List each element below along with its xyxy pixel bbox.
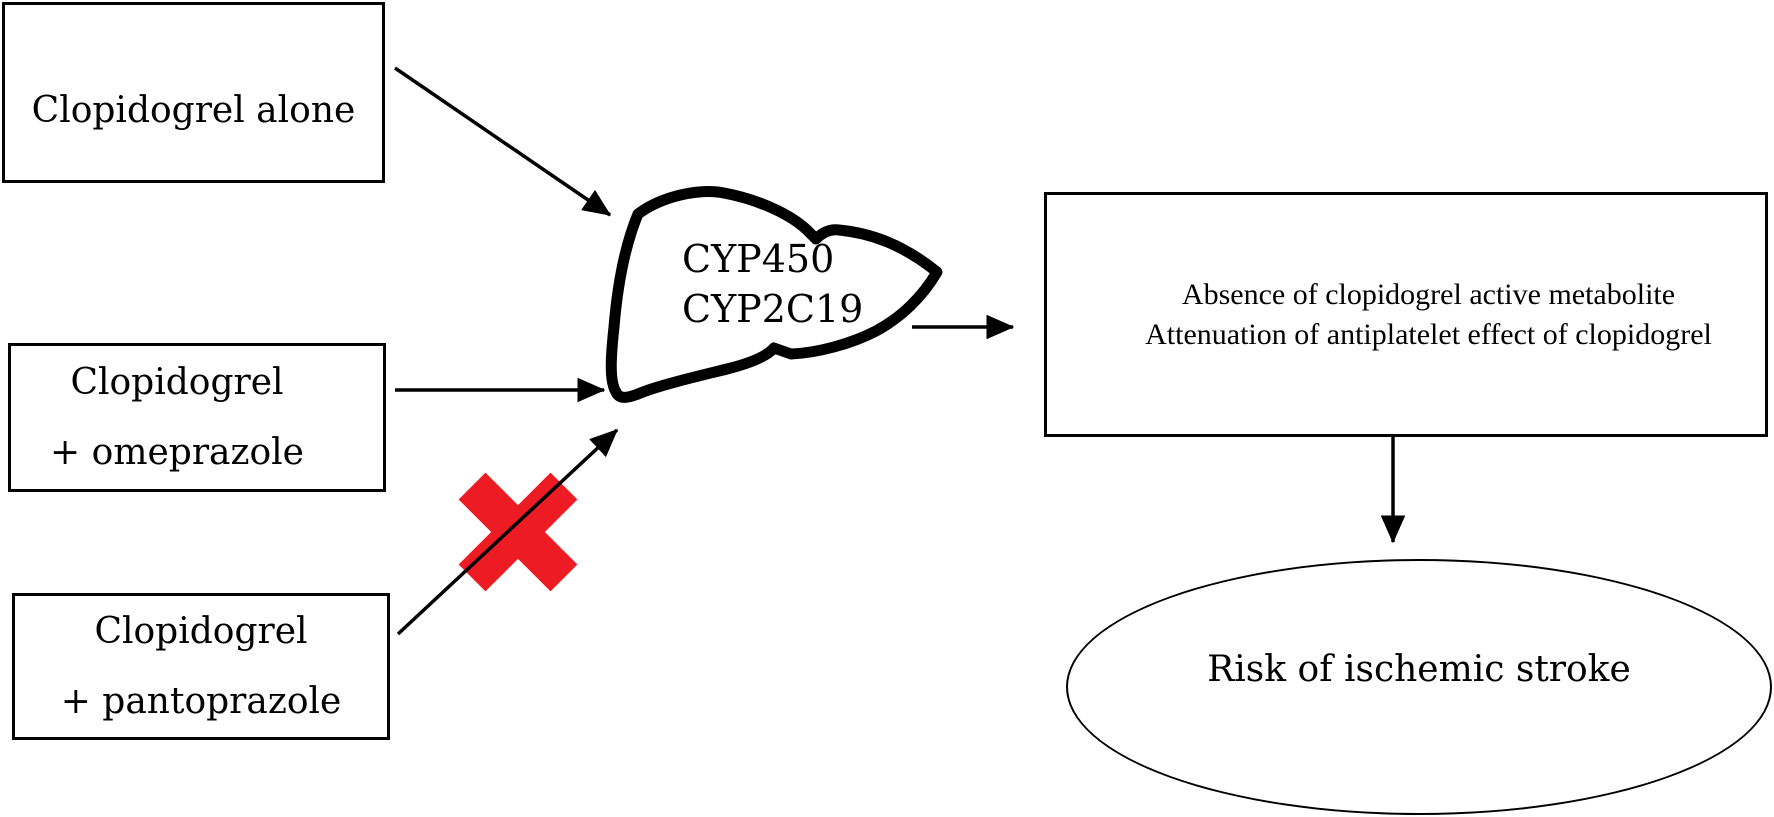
liver-outline-icon [605, 186, 943, 403]
liver-enzyme-label: CYP450 CYP2C19 [682, 234, 863, 334]
box-clopidogrel-alone-label: Clopidogrel alone [31, 90, 356, 131]
liver-enzyme-label-line2: CYP2C19 [682, 287, 864, 331]
red-x-icon [458, 472, 578, 592]
liver-enzyme-label-line1: CYP450 [682, 237, 835, 281]
risk-ellipse: Risk of ischemic stroke [1066, 559, 1772, 815]
box-clopidogrel-pantoprazole: Clopidogrel + pantoprazole [12, 593, 390, 740]
box-clopidogrel-alone: Clopidogrel alone [2, 2, 385, 183]
box-clopidogrel-omeprazole: Clopidogrel + omeprazole [8, 343, 386, 492]
box-clopidogrel-omeprazole-line2: + omeprazole [50, 431, 304, 473]
box-clopidogrel-pantoprazole-line2: + pantoprazole [60, 680, 342, 722]
arrow-clopidogrel-pantoprazole-to-liver [396, 428, 619, 636]
box-outcome-line1: Absence of clopidogrel active metabolite [1181, 277, 1676, 311]
box-clopidogrel-omeprazole-line1: Clopidogrel [70, 361, 284, 403]
box-outcome: Absence of clopidogrel active metabolite… [1044, 192, 1768, 437]
box-clopidogrel-pantoprazole-line1: Clopidogrel [94, 610, 308, 652]
risk-ellipse-label: Risk of ischemic stroke [1207, 648, 1631, 690]
box-outcome-line2: Attenuation of antiplatelet effect of cl… [1145, 317, 1712, 351]
arrow-clopidogrel-alone-to-liver [394, 66, 612, 217]
